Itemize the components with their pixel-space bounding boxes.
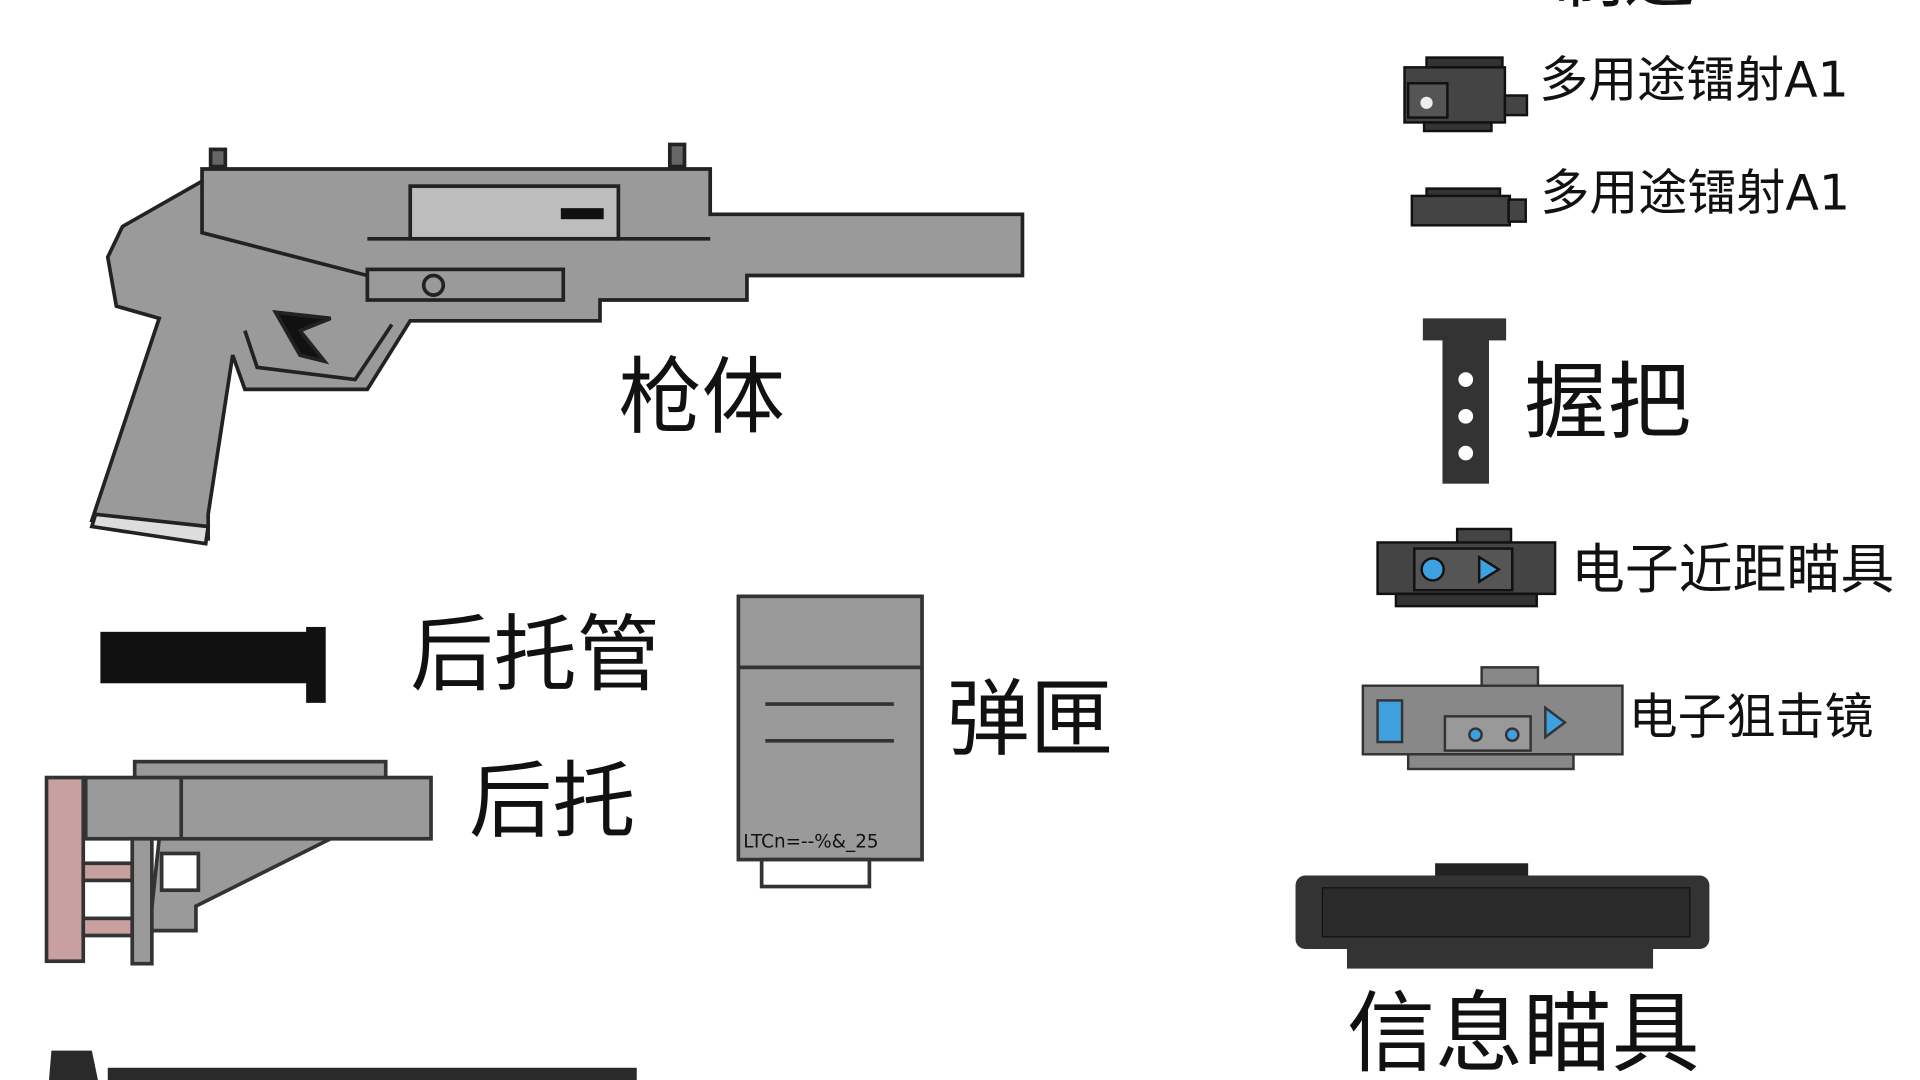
info-sight-illustration (1295, 863, 1710, 969)
magazine-marking: LTCn=--%&_25 (743, 830, 879, 853)
label-info-sight: 信息瞄具 (1346, 982, 1700, 1080)
gun-body-illustration (89, 142, 1025, 546)
stock-illustration (44, 759, 433, 966)
buffer-tube-illustration (100, 626, 326, 703)
label-muzzle-cut: 制退 (1553, 0, 1695, 12)
label-buffer-tube: 后托管 (410, 607, 661, 705)
grip-illustration (1422, 318, 1507, 484)
label-grip: 握把 (1524, 355, 1692, 452)
sniper-scope-illustration (1361, 666, 1624, 771)
label-red-dot: 电子近距瞄具 (1571, 538, 1895, 602)
label-gun-body: 枪体 (618, 350, 785, 447)
laser-2-illustration (1410, 187, 1527, 227)
label-laser-2: 多用途镭射A1 (1540, 165, 1850, 222)
label-magazine: 弹匣 (946, 672, 1114, 769)
magazine-illustration (736, 594, 924, 889)
laser-1-illustration (1403, 56, 1529, 133)
label-laser-1: 多用途镭射A1 (1539, 52, 1849, 109)
red-dot-illustration (1376, 527, 1557, 608)
label-sniper-scope: 电子狙击镜 (1628, 689, 1874, 746)
label-stock: 后托 (468, 754, 636, 852)
bottom-rail-illustration (48, 1050, 637, 1080)
